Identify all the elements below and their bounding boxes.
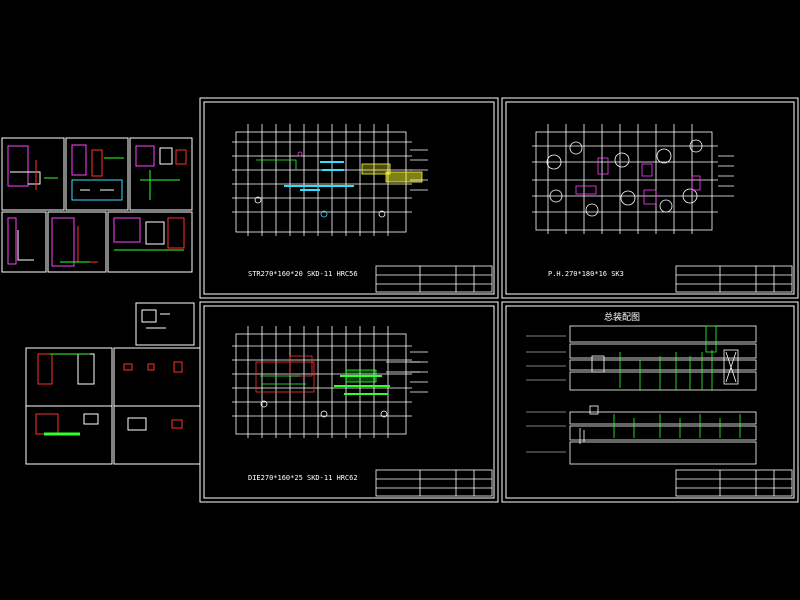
thumb-sheet-10 (25, 405, 113, 465)
title-block-sheet3 (375, 469, 493, 497)
thumb-sheet-6 (107, 211, 193, 273)
sheet2-title: P.H.270*180*16 SK3 (548, 270, 624, 278)
title-block-sheet2 (675, 265, 793, 293)
thumb-sheet-2 (65, 137, 129, 211)
thumbnail-content (7, 144, 187, 436)
thumb-sheet-5 (47, 211, 107, 273)
sheet3-title: DIE270*160*25 SKD-11 HRC62 (248, 474, 358, 482)
title-blocks (375, 265, 793, 497)
sheet1-plate-drawing (232, 124, 428, 236)
title-block-sheet4 (675, 469, 793, 497)
sheet4-title: 总装配图 (604, 311, 640, 323)
title-block-sheet1 (375, 265, 493, 293)
sheet2-plate-drawing (532, 124, 734, 234)
main-sheets-frames (199, 97, 799, 503)
sheet4-assembly-drawing (526, 325, 757, 465)
sheet1-title: STR270*160*20 SKD-11 HRC56 (248, 270, 358, 278)
thumb-sheet-4 (1, 211, 47, 273)
thumb-sheet-3 (129, 137, 193, 211)
thumb-sheet-7 (135, 302, 195, 346)
sheet3-plate-drawing (232, 326, 428, 438)
thumb-sheet-1 (1, 137, 65, 211)
